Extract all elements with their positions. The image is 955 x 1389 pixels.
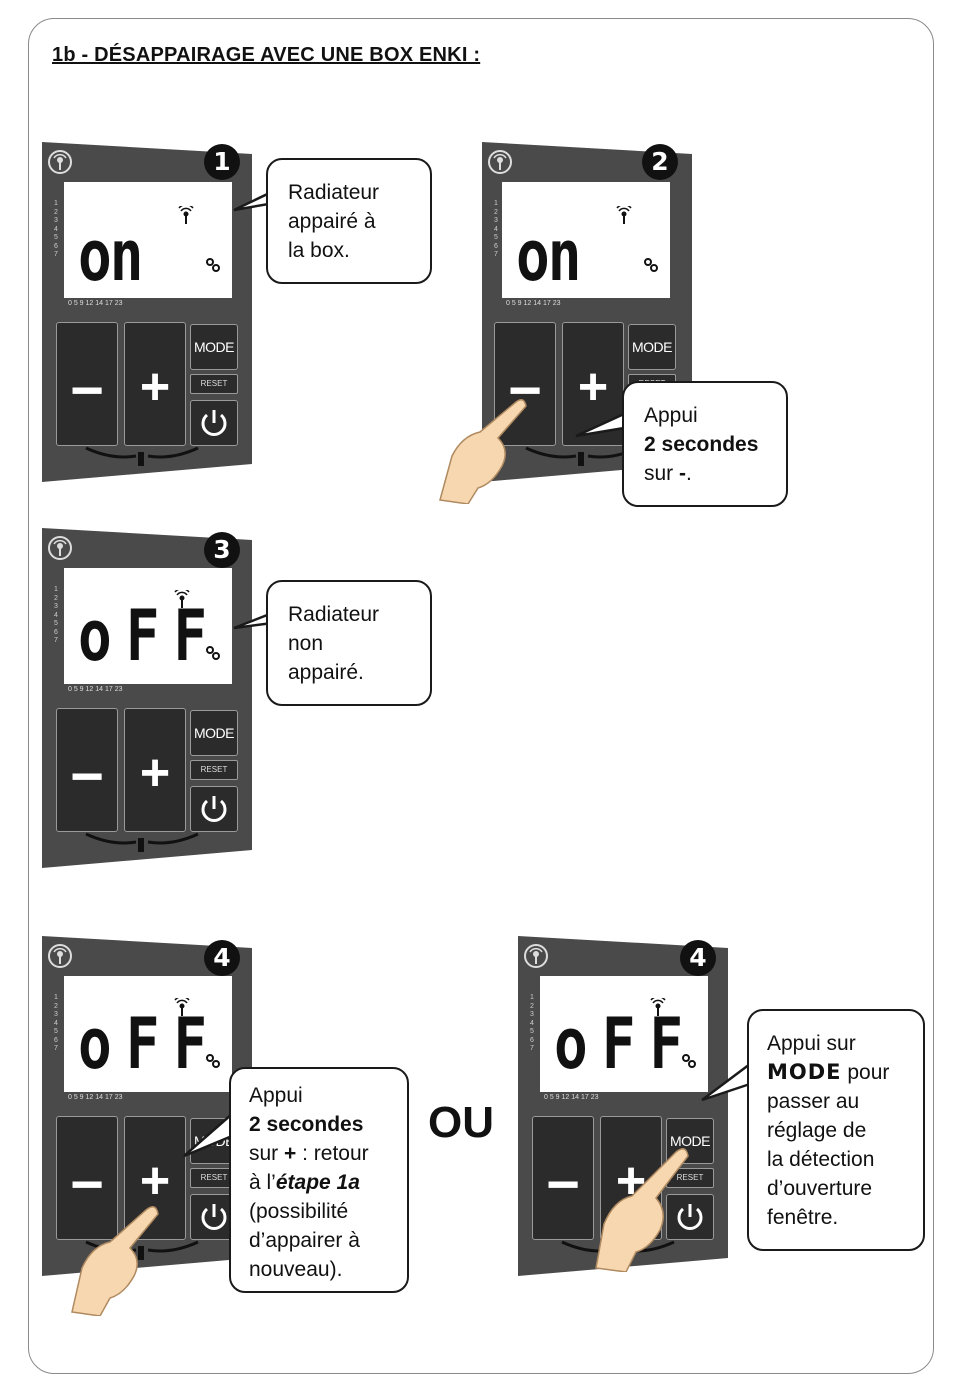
power-button[interactable] (666, 1194, 714, 1240)
arrows-marker (85, 832, 199, 852)
plus-button[interactable]: + (124, 708, 186, 832)
link-icon (206, 646, 220, 660)
lcd-screen: oFF (64, 568, 232, 684)
power-icon (201, 410, 227, 436)
antenna-icon (178, 206, 194, 224)
step-badge: 4 (204, 940, 240, 976)
step-badge: 4 (680, 940, 716, 976)
lcd-screen: on (64, 182, 232, 298)
wireless-icon (48, 150, 72, 174)
bubble-pointer (183, 1113, 233, 1158)
lcd-display-value: oFF (554, 1004, 698, 1086)
page-title: 1b - DÉSAPPAIRAGE AVEC UNE BOX ENKI : (52, 44, 481, 66)
power-icon (677, 1204, 703, 1230)
pointing-hand-icon (595, 1148, 689, 1272)
bubble-pointer (575, 412, 625, 438)
plus-button[interactable]: + (124, 322, 186, 446)
reset-button[interactable]: RESET (190, 374, 238, 394)
antenna-icon (174, 998, 190, 1016)
power-icon (201, 796, 227, 822)
step-badge: 1 (204, 144, 240, 180)
power-button[interactable] (190, 786, 238, 832)
bottom-scale: 0 5 9 12 14 17 23 (68, 686, 123, 693)
page-frame (28, 18, 934, 1374)
wireless-icon (488, 150, 512, 174)
reset-button[interactable]: RESET (190, 760, 238, 780)
mode-button[interactable]: MODE (190, 710, 238, 756)
mode-button[interactable]: MODE (190, 324, 238, 370)
or-separator: OU (428, 1098, 494, 1147)
lcd-display-value: oFF (78, 596, 222, 678)
antenna-icon (616, 206, 632, 224)
power-icon (201, 1204, 227, 1230)
link-icon (206, 1054, 220, 1068)
minus-button[interactable]: − (56, 322, 118, 446)
arrows-marker (85, 446, 199, 466)
lcd-display-value: on (516, 216, 581, 298)
lcd-screen: oFF (64, 976, 232, 1092)
wireless-icon (524, 944, 548, 968)
lcd-screen: on (502, 182, 670, 298)
pointing-hand-icon (439, 399, 527, 504)
plus-button[interactable]: + (124, 1116, 186, 1240)
callout-step-2: Appui 2 secondes sur -. (622, 381, 788, 507)
link-icon (644, 258, 658, 272)
lcd-screen: oFF (540, 976, 708, 1092)
step-badge: 3 (204, 532, 240, 568)
wireless-icon (48, 944, 72, 968)
plus-button[interactable]: + (562, 322, 624, 446)
minus-button[interactable]: − (56, 1116, 118, 1240)
link-icon (682, 1054, 696, 1068)
lcd-display-value: on (78, 216, 143, 298)
wireless-icon (48, 536, 72, 560)
bottom-scale: 0 5 9 12 14 17 23 (544, 1094, 599, 1101)
antenna-icon (174, 590, 190, 608)
reset-button[interactable]: RESET (190, 1168, 238, 1188)
power-button[interactable] (190, 400, 238, 446)
minus-button[interactable]: − (56, 708, 118, 832)
bottom-scale: 0 5 9 12 14 17 23 (68, 300, 123, 307)
bottom-scale: 0 5 9 12 14 17 23 (68, 1094, 123, 1101)
lcd-display-value: oFF (78, 1004, 222, 1086)
link-icon (206, 258, 220, 272)
pointing-hand-icon (71, 1206, 159, 1316)
bottom-scale: 0 5 9 12 14 17 23 (506, 300, 561, 307)
antenna-icon (650, 998, 666, 1016)
minus-button[interactable]: − (532, 1116, 594, 1240)
bubble-pointer (701, 1063, 751, 1102)
step-badge: 2 (642, 144, 678, 180)
callout-step-4a: Appui 2 secondes sur + : retour à l’étap… (229, 1067, 409, 1293)
mode-button[interactable]: MODE (628, 324, 676, 370)
